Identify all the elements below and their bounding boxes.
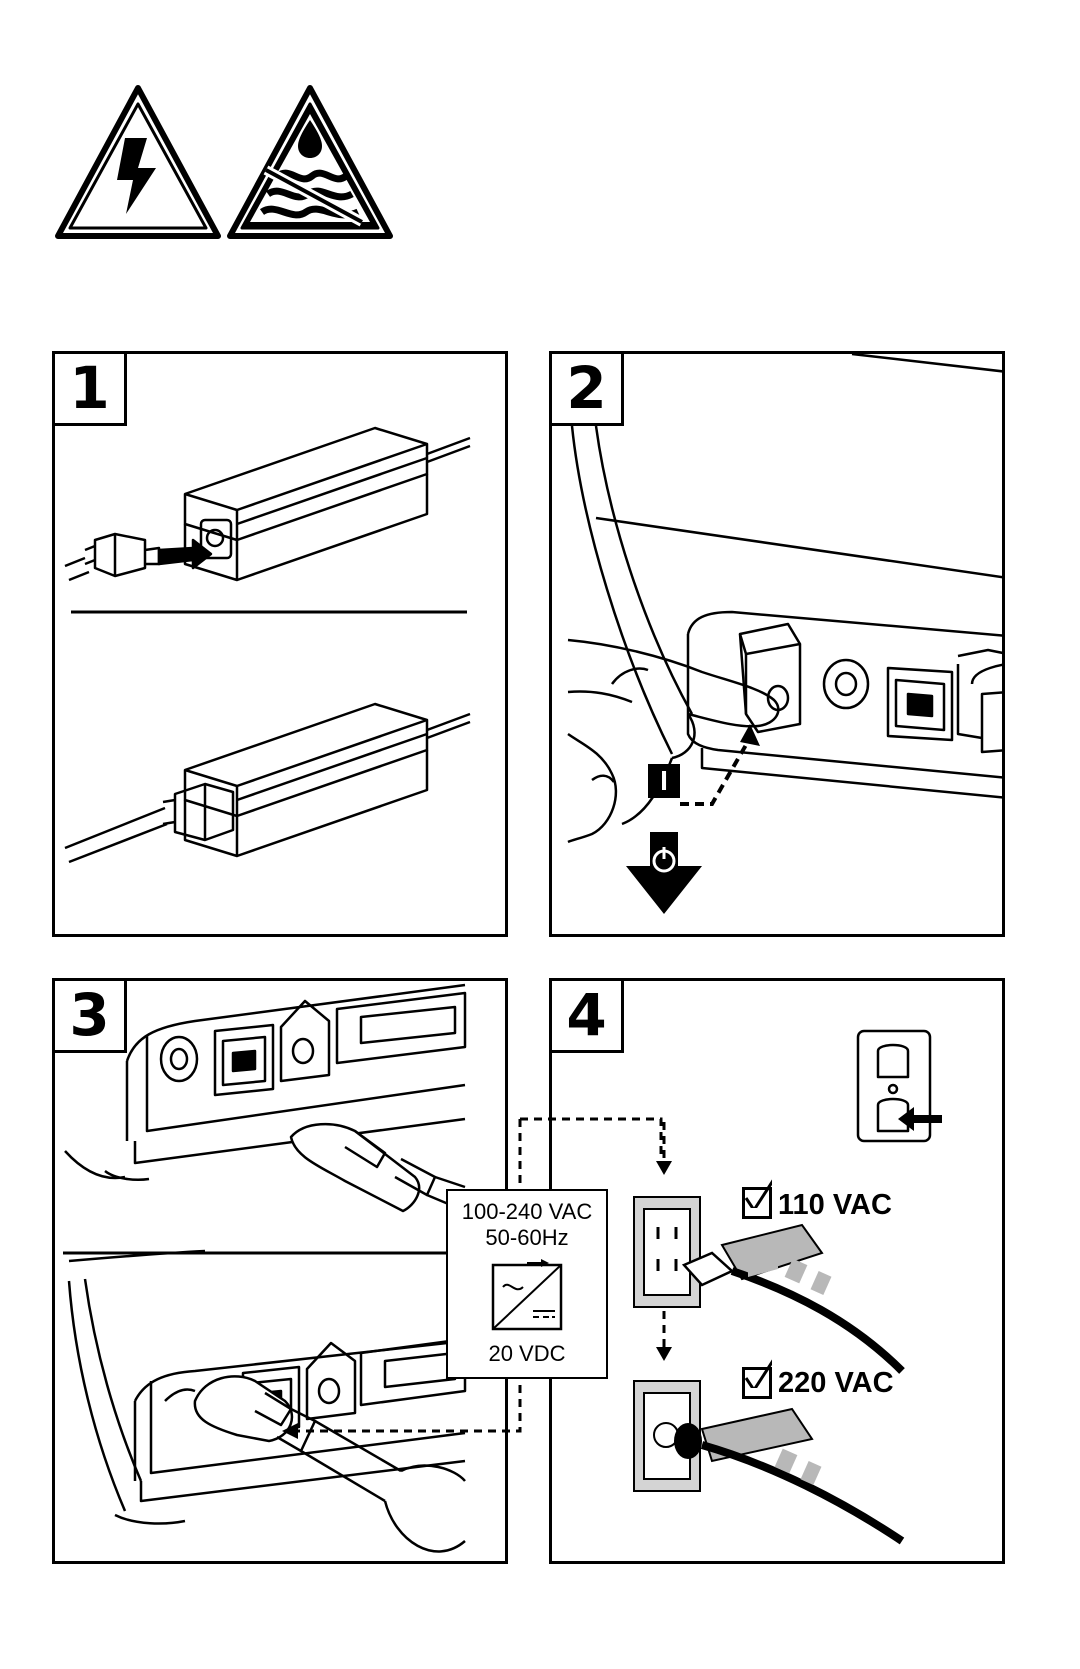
step-3-panel: 3 <box>52 978 508 1564</box>
step-1-number: 1 <box>55 354 127 426</box>
step-4-number: 4 <box>552 981 624 1053</box>
output-voltage: 20 VDC <box>488 1341 566 1366</box>
input-voltage: 100-240 VAC <box>461 1199 593 1224</box>
no-liquids-warning-icon <box>227 85 393 239</box>
power-adapter-illustration <box>64 426 471 864</box>
outlet-110-label: 110 VAC <box>778 1189 892 1221</box>
check-220-icon <box>742 1359 772 1399</box>
step-2-number: 2 <box>552 354 624 426</box>
step-1-panel: 1 <box>52 351 508 937</box>
outlet-220-label: 220 VAC <box>778 1367 894 1399</box>
check-110-icon <box>742 1179 772 1219</box>
power-switch-illustration <box>567 354 1002 914</box>
printer-power-jack-illustration <box>63 983 467 1553</box>
step-3-number: 3 <box>55 981 127 1053</box>
electric-shock-warning-icon <box>55 85 221 239</box>
ac-dc-converter-icon <box>491 1259 563 1331</box>
input-frequency: 50-60Hz <box>485 1225 569 1250</box>
wall-outlet-illustration <box>633 1029 942 1545</box>
step-2-panel: 2 <box>549 351 1005 937</box>
power-supply-spec-box: 100-240 VAC 50-60Hz 20 VDC <box>446 1189 608 1379</box>
power-on-symbol: I <box>660 765 668 796</box>
step-4-panel: 4 <box>549 978 1005 1564</box>
